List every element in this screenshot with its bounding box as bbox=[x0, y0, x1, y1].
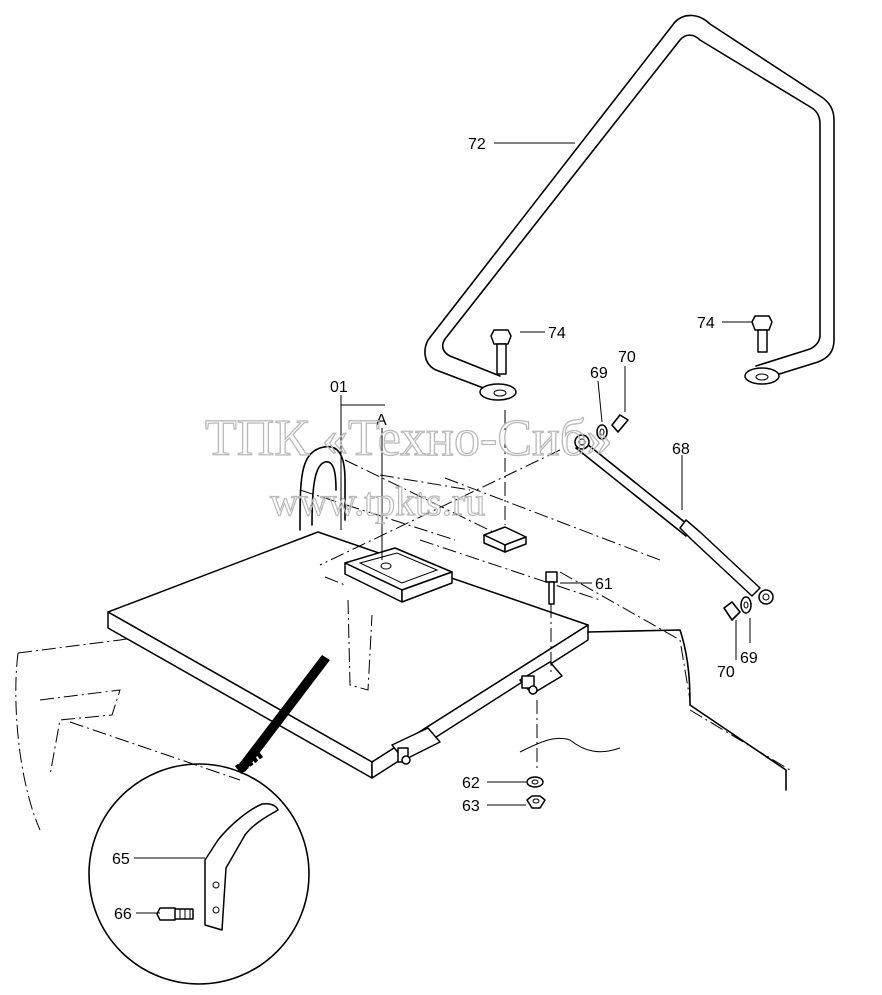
callout-74-right: 74 bbox=[697, 315, 715, 332]
gas-spring-68 bbox=[319, 434, 774, 605]
detail-pointer bbox=[236, 655, 330, 772]
nut-63 bbox=[526, 795, 546, 809]
cover-lock bbox=[344, 547, 453, 603]
hinge-front bbox=[391, 727, 441, 765]
handrail-72 bbox=[424, 14, 835, 401]
callout-A: A bbox=[376, 412, 387, 429]
callout-61: 61 bbox=[595, 576, 613, 593]
bolt-74-right bbox=[751, 315, 773, 353]
callout-70-lower: 70 bbox=[717, 664, 735, 681]
leader-lines bbox=[134, 142, 752, 914]
detail-pointer-dash bbox=[234, 749, 264, 774]
watermark-title: ТПК «Техно-Сиб» bbox=[205, 410, 612, 467]
body-phantom-lines bbox=[15, 459, 791, 831]
callout-66: 66 bbox=[114, 906, 132, 923]
detail-circle bbox=[88, 763, 310, 985]
callout-69-lower: 69 bbox=[740, 650, 758, 667]
cotter-pin-70-upper bbox=[611, 414, 629, 433]
callout-63: 63 bbox=[462, 798, 480, 815]
callout-65: 65 bbox=[112, 851, 130, 868]
frame-arch bbox=[299, 445, 346, 531]
callout-labels: 72 74 74 69 70 68 01 A 61 70 69 62 63 65… bbox=[112, 136, 758, 923]
callout-70-upper: 70 bbox=[618, 349, 636, 366]
callout-69-upper: 69 bbox=[590, 365, 608, 382]
callout-01: 01 bbox=[330, 379, 348, 396]
fender-outline bbox=[587, 629, 787, 791]
callout-72: 72 bbox=[468, 136, 486, 153]
callout-68: 68 bbox=[672, 441, 690, 458]
watermark-url: www.tpkts.ru bbox=[270, 479, 485, 524]
lock-bracket-hidden bbox=[347, 599, 373, 691]
washer-62 bbox=[526, 776, 544, 788]
bolt-66 bbox=[156, 907, 194, 921]
bracket-65 bbox=[204, 803, 279, 931]
bolt-74-left bbox=[490, 329, 512, 375]
callout-62: 62 bbox=[462, 775, 480, 792]
cotter-pin-70-lower bbox=[723, 601, 741, 621]
washer-69-lower bbox=[740, 596, 752, 614]
rubber-stop bbox=[483, 526, 527, 553]
bolt-61 bbox=[545, 571, 558, 672]
frame-arch-inner bbox=[311, 461, 337, 526]
washer-69-upper bbox=[596, 424, 608, 440]
fender-break-line bbox=[519, 737, 621, 753]
callout-74-left: 74 bbox=[548, 325, 566, 342]
